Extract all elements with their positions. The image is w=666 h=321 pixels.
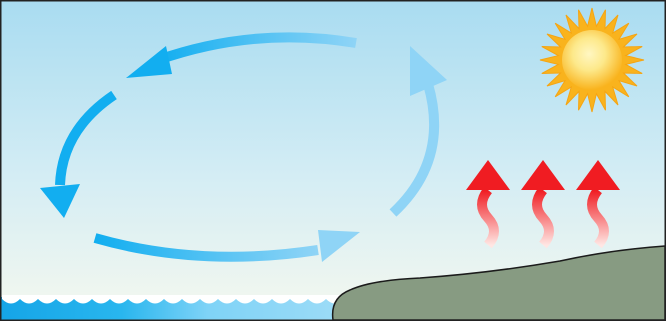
sea [1, 295, 349, 320]
sun-icon [540, 8, 644, 112]
